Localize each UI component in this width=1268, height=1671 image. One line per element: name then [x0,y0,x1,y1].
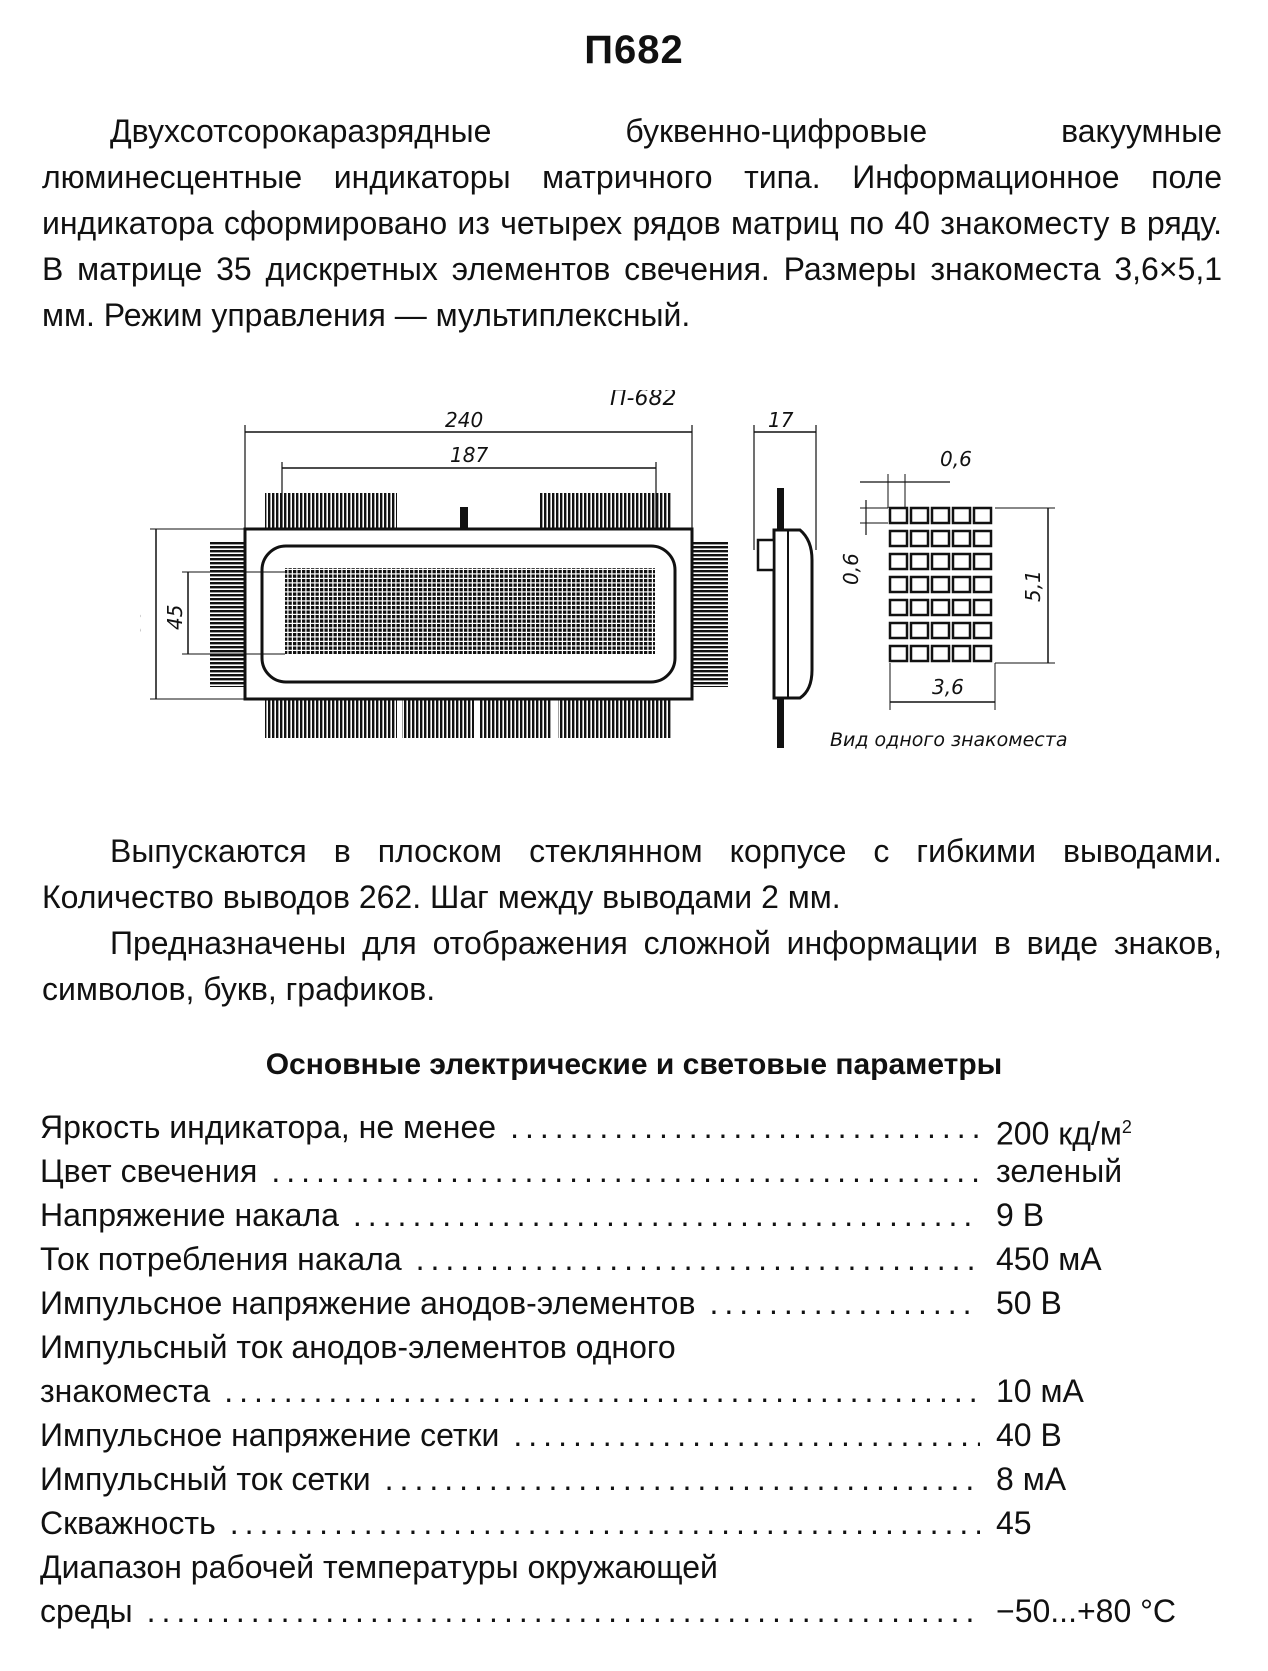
dim-pitch-left-label: 0,6 [839,553,863,585]
packaging-paragraph: Выпускаются в плоском стеклянном корпусе… [42,833,1222,915]
parameter-row: Скважность..............................… [40,1501,1230,1545]
leader-dots: ........................................… [224,1373,980,1409]
parameter-name: Ток потребления накала [40,1241,402,1277]
parameter-value-text: 50 В [996,1285,1062,1321]
parameter-name: Импульсное напряжение сетки [40,1417,500,1453]
parameters-list: Яркость индикатора, не менее............… [40,1105,1230,1633]
leader-dots: ........................................… [384,1461,980,1497]
leader-dots: ........................................… [229,1505,980,1541]
parameter-name: Скважность [40,1505,216,1541]
parameter-row: Импульсный ток сетки....................… [40,1457,1230,1501]
parameter-row: Яркость индикатора, не менее............… [40,1105,1230,1152]
parameter-row: Напряжение накала.......................… [40,1193,1230,1237]
parameter-value-text: 9 В [996,1197,1045,1233]
element-grid [888,506,993,663]
dim-char-w-label: 3,6 [932,675,964,699]
parameter-value-text: зеленый [996,1153,1123,1189]
parameter-row: знакоместа..............................… [40,1369,1230,1413]
leader-dots: ........................................… [415,1241,980,1277]
front-view: 240 187 90 45 [140,408,728,738]
parameter-value-text: 200 кд/м [996,1115,1122,1152]
parameter-value-text: 45 [996,1505,1032,1541]
parameter-value-text: −50...+80 °С [996,1593,1177,1629]
parameter-value: зеленый [996,1149,1122,1193]
leader-dots: .............................. [709,1285,980,1321]
character-cell-view: 0,6 0,6 5,1 3,6 Вид одного знакоместа [830,447,1067,751]
dim-pitch-top-label: 0,6 [940,447,972,471]
parameter-value: 200 кд/м2 [996,1105,1132,1156]
side-view: 17 [753,408,817,748]
parameter-name: знакоместа [40,1373,211,1409]
parameter-value: 450 мА [996,1237,1102,1281]
parameter-name: Импульсное напряжение анодов-элементов [40,1285,696,1321]
parameter-value: 45 [996,1501,1032,1545]
parameter-value-sup: 2 [1121,1117,1132,1137]
dim-field-label: 45 [163,605,187,630]
parameter-value-text: 40 В [996,1417,1062,1453]
parameter-row: Диапазон рабочей температуры окружающей [40,1545,1230,1589]
parameter-row: Импульсный ток анодов-элементов одного [40,1325,1230,1369]
figure-caption: П-682 [610,390,676,411]
parameter-value: 8 мА [996,1457,1066,1501]
leader-dots: ........................................… [352,1197,980,1233]
leader-dots: ........................................… [513,1417,980,1453]
parameter-value: 50 В [996,1281,1062,1325]
parameter-row: среды...................................… [40,1589,1230,1633]
purpose-paragraph: Предназначены для отображения сложной ин… [42,925,1222,1007]
parameter-name: Импульсный ток анодов-элементов одного [40,1329,676,1365]
dim-inner-label: 187 [450,443,488,467]
parameter-row: Цвет свечения...........................… [40,1149,1230,1193]
parameter-value: 40 В [996,1413,1062,1457]
char-caption: Вид одного знакоместа [830,729,1067,751]
device-drawing: П-682 240 187 90 [140,390,1067,751]
parameter-name: Напряжение накала [40,1197,339,1233]
parameter-name: среды [40,1593,133,1629]
parameter-value: 10 мА [996,1369,1084,1413]
page-title: П682 [584,28,684,72]
intro-paragraph: Двухсотсорокаразрядные буквенно-цифровые… [42,113,1222,333]
parameter-row: Ток потребления накала..................… [40,1237,1230,1281]
dim-char-h-label: 5,1 [1021,570,1045,602]
parameter-row: Импульсное напряжение анодов-элементов..… [40,1281,1230,1325]
section-title: Основные электрические и световые параме… [265,1048,1003,1081]
parameter-value-text: 8 мА [996,1461,1067,1497]
parameter-name: Яркость индикатора, не менее [40,1109,497,1145]
leader-dots: ........................................… [146,1593,980,1629]
parameter-name: Цвет свечения [40,1153,258,1189]
parameter-name: Диапазон рабочей температуры окружающей [40,1549,718,1585]
dim-width-label: 240 [445,408,483,432]
parameter-row: Импульсное напряжение сетки.............… [40,1413,1230,1457]
parameter-value: −50...+80 °С [996,1589,1176,1633]
parameter-value-text: 450 мА [996,1241,1102,1277]
dim-height-label: 90 [140,609,145,634]
parameter-value-text: 10 мА [996,1373,1084,1409]
parameter-name: Импульсный ток сетки [40,1461,371,1497]
leader-dots: ........................................… [510,1109,980,1145]
dim-side-label: 17 [768,408,794,432]
leader-dots: ........................................… [271,1153,980,1189]
parameter-value: 9 В [996,1193,1044,1237]
